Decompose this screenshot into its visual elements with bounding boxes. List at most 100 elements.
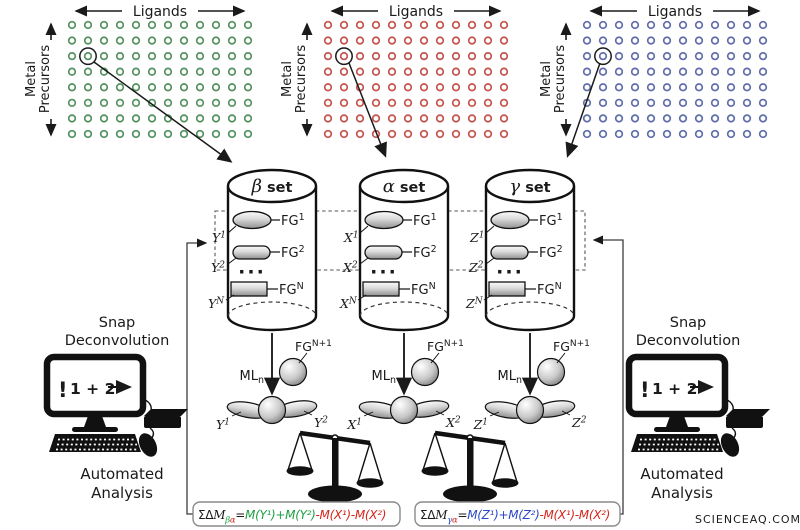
v-sup: 1: [479, 231, 485, 241]
ml-sub: n: [390, 375, 396, 386]
well-circle: [499, 114, 509, 123]
base: [308, 485, 362, 503]
well-circle: [646, 67, 656, 76]
well-circle: [211, 67, 221, 76]
well-circle: [582, 20, 592, 30]
well-circle: [67, 114, 77, 123]
v-base: X: [342, 260, 353, 275]
well-circle: [467, 51, 477, 61]
f-sub1: γ: [447, 516, 453, 526]
product-molecule: X1 X2: [346, 395, 461, 432]
well-circle: [630, 83, 640, 92]
well-circle: [726, 20, 736, 30]
tick: [489, 411, 500, 417]
p-base: X: [445, 415, 456, 430]
well-circle: [726, 129, 736, 139]
fg-next-label: FGN+1: [427, 339, 464, 354]
metal-label: Metal: [539, 61, 554, 97]
fg-sup: 2: [431, 244, 437, 255]
well-circle: [387, 51, 397, 61]
well-circle: [323, 36, 333, 45]
selection-line: [565, 62, 601, 158]
computer-right: Snap Deconvolution ! 1 + 2 Automated Ana…: [625, 315, 770, 502]
well-circle: [678, 20, 688, 30]
cylinder-bottom-dashed: [227, 301, 317, 317]
well-circle: [371, 20, 381, 30]
v-base: Z: [469, 230, 479, 245]
well-circle: [694, 51, 704, 61]
monitor-base: [654, 427, 700, 432]
well-circle: [742, 129, 752, 139]
library-grid-beta: Ligands Metal Precursors: [24, 4, 253, 163]
well-circle: [211, 114, 221, 123]
well-circle: [227, 36, 237, 45]
well-circle: [99, 51, 109, 61]
well-circle: [614, 129, 624, 139]
well-circle: [243, 98, 253, 107]
well-circle: [467, 67, 477, 76]
well-circle: [227, 20, 237, 30]
well-circle: [243, 36, 253, 45]
well-circle: [758, 129, 768, 139]
well-circle: [435, 83, 445, 92]
well-circle: [243, 114, 253, 123]
screen-exclamation: !: [58, 378, 68, 402]
well-circle: [163, 20, 173, 30]
well-circle: [630, 20, 640, 30]
well-circle: [435, 67, 445, 76]
fg-sup: 1: [299, 212, 305, 223]
well-circle: [483, 83, 493, 92]
selected-well-ring: [335, 47, 353, 66]
monitor-stand: [666, 416, 688, 427]
well-circle: [115, 114, 125, 123]
snap-title-line1: Snap: [670, 315, 706, 331]
fg-label: FG2: [413, 244, 437, 261]
well-circle: [451, 20, 461, 30]
well-circle: [355, 67, 365, 76]
tick: [435, 410, 445, 416]
well-circle: [131, 98, 141, 107]
well-circle: [614, 20, 624, 30]
well-circle: [147, 20, 157, 30]
well-circle: [147, 129, 157, 139]
well-circle: [163, 83, 173, 92]
v-sup: 2: [477, 261, 484, 271]
well-circle: [419, 83, 429, 92]
well-circle: [467, 98, 477, 107]
monitor: [625, 353, 729, 418]
grid-circles-2: [582, 20, 768, 139]
well-circle: [163, 67, 173, 76]
well-circle: [483, 51, 493, 61]
well-circle: [758, 98, 768, 107]
well-circle: [323, 83, 333, 92]
well-circle: [726, 36, 736, 45]
well-circle: [483, 67, 493, 76]
well-circle: [694, 20, 704, 30]
fg-next-sphere: [536, 357, 566, 387]
ml-label: MLn: [372, 369, 397, 386]
p-sup: 2: [321, 416, 328, 426]
screen-equation: 1 + 2: [652, 380, 697, 398]
well-circle: [243, 83, 253, 92]
well-circle: [646, 83, 656, 92]
monitor-base: [72, 427, 118, 432]
v-base: X: [343, 230, 354, 245]
f-neg: -M(X¹)-M(X²): [316, 508, 387, 522]
well-circle: [339, 83, 349, 92]
well-circle: [435, 129, 445, 139]
left-strings: [287, 432, 313, 471]
well-circle: [467, 129, 477, 139]
precursors-label: Precursors: [294, 45, 309, 113]
well-circle: [678, 129, 688, 139]
well-circle: [355, 98, 365, 107]
set-label: β set: [251, 176, 293, 197]
reagent-set-alpha: α set FG1 X1 FG2 X2 ··· FGN XN MLn FGN+1…: [339, 168, 464, 432]
fg-base: FG: [537, 283, 555, 298]
well-circle: [243, 67, 253, 76]
well-circle: [355, 114, 365, 123]
well-circle: [211, 36, 221, 45]
well-circle: [403, 83, 413, 92]
f-m: M: [434, 508, 448, 522]
connector-left: [186, 238, 208, 515]
p-sup: 1: [356, 418, 362, 428]
